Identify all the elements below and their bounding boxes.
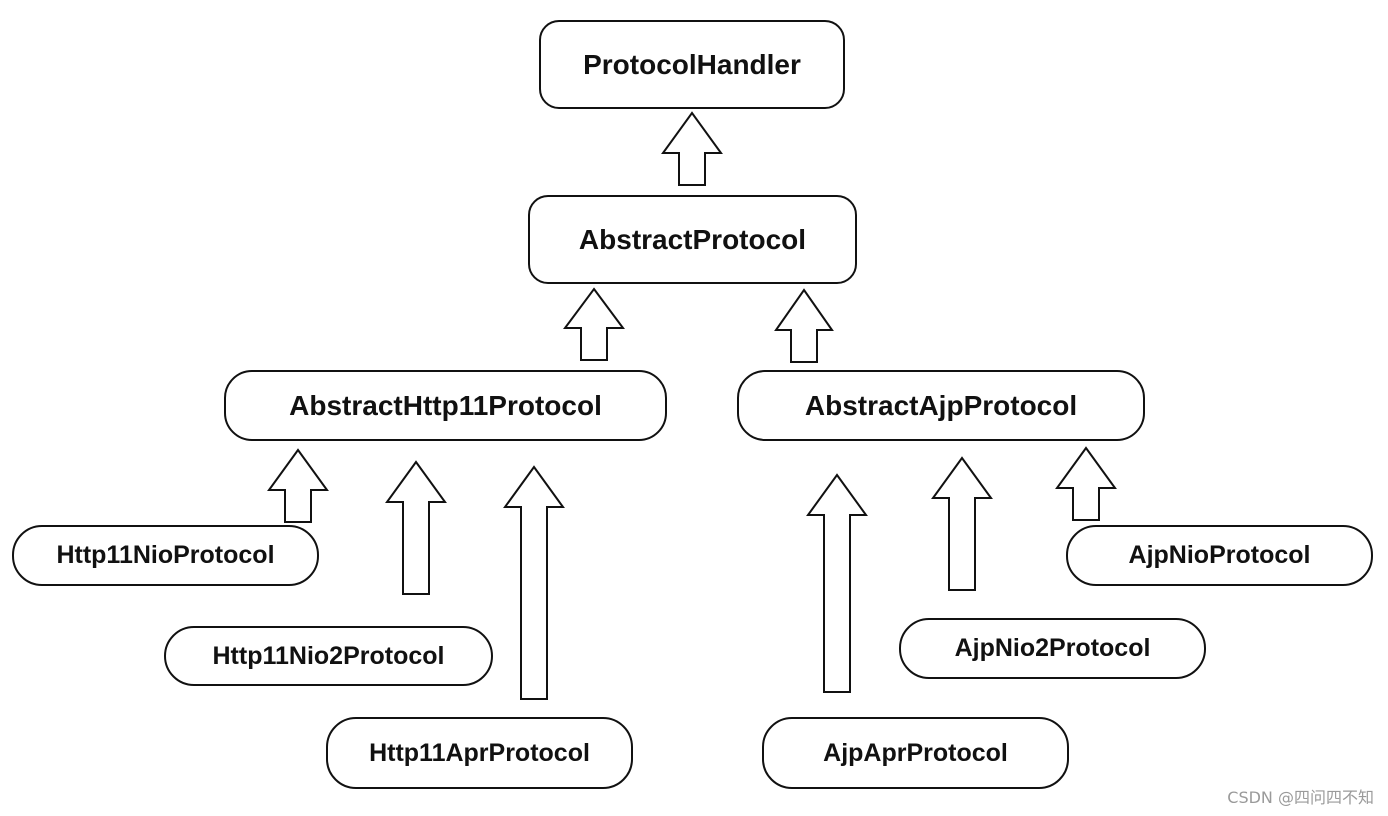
arrow-ajpnio2-to-abstractajp xyxy=(931,456,993,591)
node-abstract-protocol: AbstractProtocol xyxy=(528,195,857,284)
arrow-http11nio2-to-abstracthttp11 xyxy=(385,460,447,595)
node-http11-nio2-protocol: Http11Nio2Protocol xyxy=(164,626,493,686)
watermark: CSDN @四问四不知 xyxy=(1227,788,1374,807)
node-ajp-nio2-protocol: AjpNio2Protocol xyxy=(899,618,1206,679)
node-ajp-apr-protocol: AjpAprProtocol xyxy=(762,717,1069,789)
arrow-ajpapr-to-abstractajp xyxy=(806,473,868,693)
arrow-abstractprotocol-to-protocolhandler xyxy=(661,111,723,186)
node-ajp-nio-protocol: AjpNioProtocol xyxy=(1066,525,1373,586)
node-abstract-http11-protocol: AbstractHttp11Protocol xyxy=(224,370,667,441)
node-http11-nio-protocol: Http11NioProtocol xyxy=(12,525,319,586)
arrow-abstracthttp11-to-abstractprotocol xyxy=(563,287,625,361)
node-abstract-ajp-protocol: AbstractAjpProtocol xyxy=(737,370,1145,441)
arrow-http11nio-to-abstracthttp11 xyxy=(267,448,329,523)
arrow-ajpnio-to-abstractajp xyxy=(1055,446,1117,521)
node-http11-apr-protocol: Http11AprProtocol xyxy=(326,717,633,789)
arrow-abstractajp-to-abstractprotocol xyxy=(774,288,834,363)
node-protocol-handler: ProtocolHandler xyxy=(539,20,845,109)
arrow-http11apr-to-abstracthttp11 xyxy=(503,465,565,700)
